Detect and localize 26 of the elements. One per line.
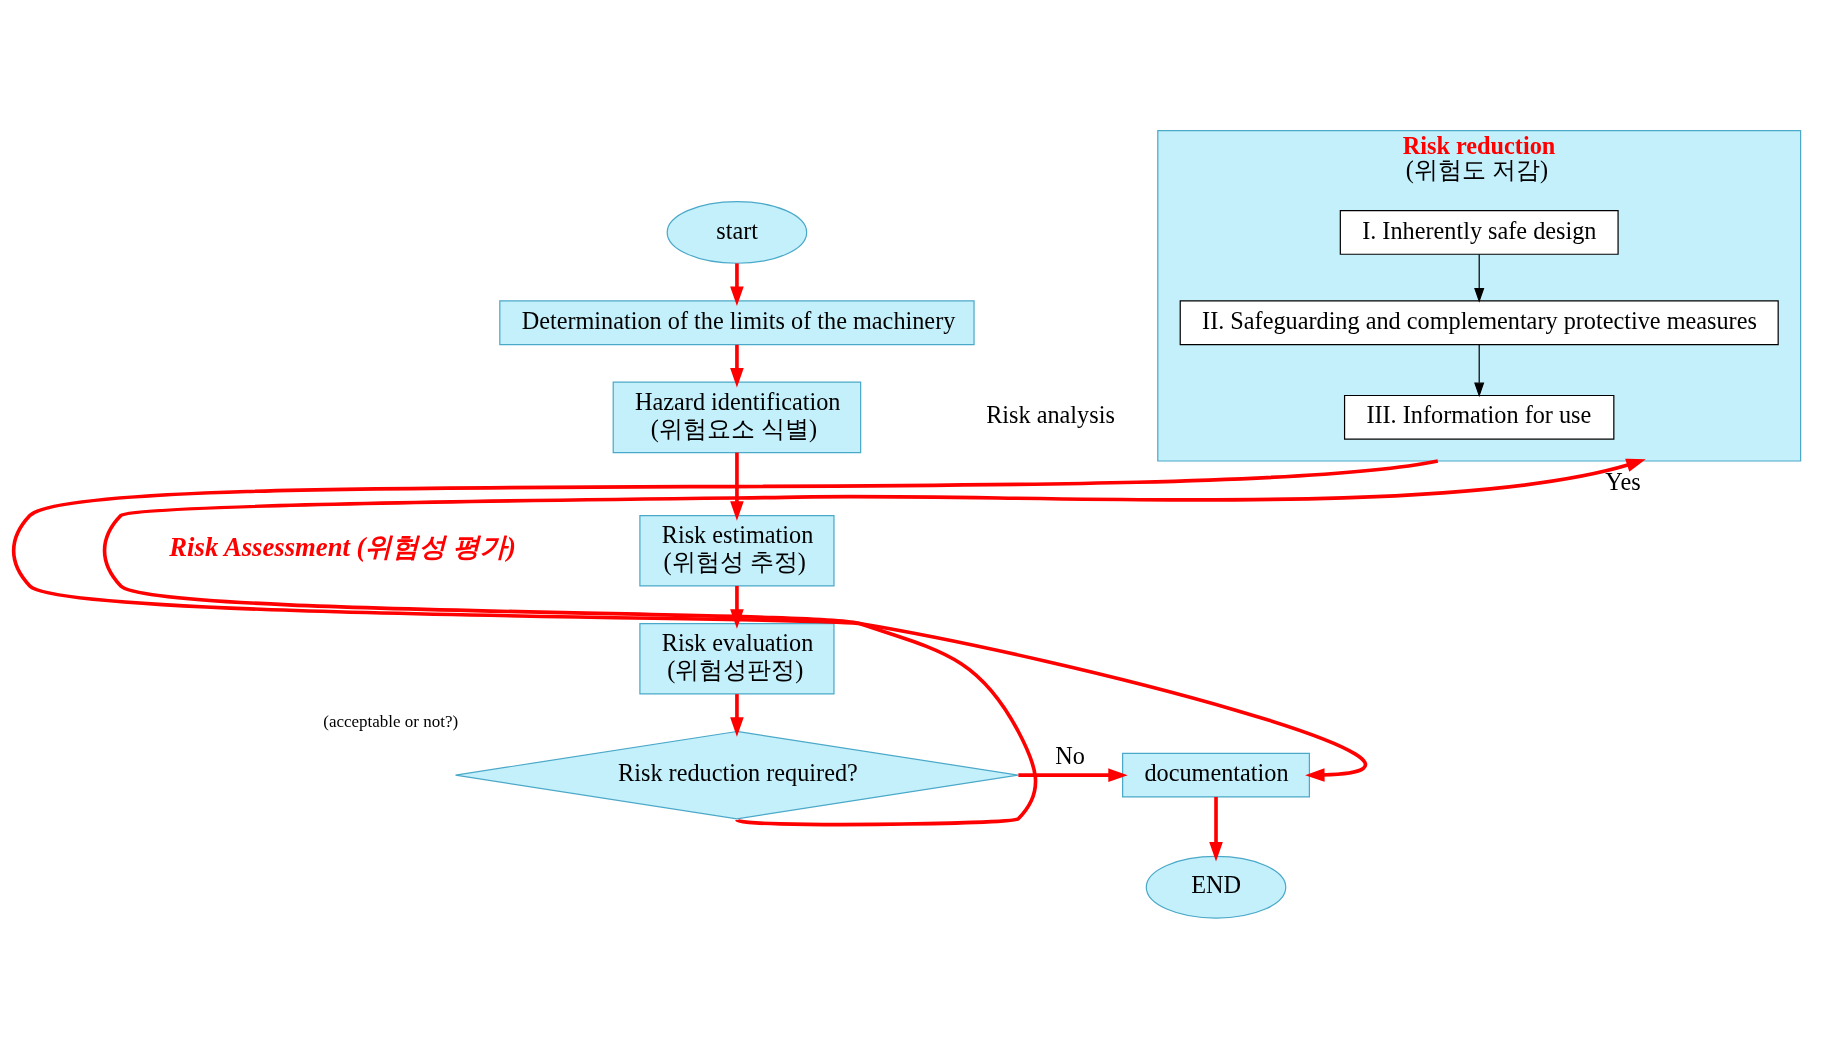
node-ellipse: END (1145, 855, 1287, 919)
node-box: Hazard identification (위험요소 식별) (612, 381, 862, 453)
node-box: III. Information for use (1343, 394, 1615, 440)
node-label: (acceptable or not?) (323, 711, 459, 731)
edge-label: Yes (1605, 467, 1641, 495)
arrow (13, 458, 1439, 782)
node-box: I. Inherently safe design (1339, 209, 1619, 255)
node-box: II. Safeguarding and complementary protective measures (1179, 299, 1779, 345)
arrow (1018, 767, 1128, 782)
arrow (730, 262, 744, 306)
arrow (104, 458, 1646, 826)
node-diamond: Risk reduction required? (454, 730, 1019, 819)
node-box: documentation (1122, 752, 1310, 798)
node-ellipse: start (666, 200, 808, 264)
node-box: Risk evaluation (위험성판정) (639, 622, 835, 694)
arrow (730, 693, 744, 737)
arrow (1209, 796, 1223, 861)
node-box: Risk estimation (위험성 추정) (639, 514, 835, 587)
node-box: Determination of the limits of the machinery (499, 299, 975, 345)
arrow (730, 452, 744, 521)
arrow (730, 344, 744, 387)
arrow (1474, 253, 1485, 303)
arrow (1474, 343, 1485, 397)
label: Risk analysis (986, 400, 1115, 428)
label: Risk Assessment (위험성 평가) (169, 531, 516, 562)
edge-label: No (1055, 741, 1085, 769)
